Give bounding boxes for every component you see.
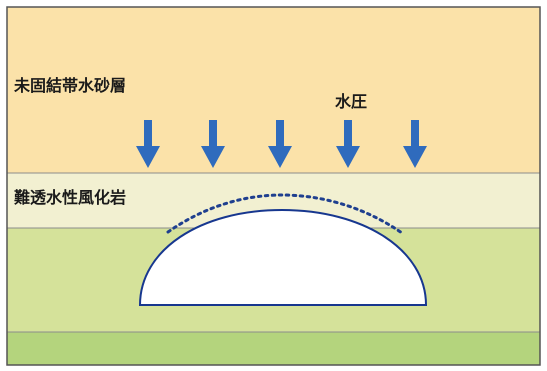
arrow-down-icon [336, 120, 360, 168]
weathered-rock-label: 難透水性風化岩 [14, 188, 127, 207]
frame [6, 6, 541, 366]
sand-layer-label: 未固結帯水砂層 [14, 76, 127, 95]
arrow-down-icon [403, 120, 427, 168]
water-pressure-arrows [136, 120, 427, 168]
arrow-down-icon [268, 120, 292, 168]
arrow-down-icon [201, 120, 225, 168]
arrow-down-icon [136, 120, 160, 168]
bedrock-layer [7, 332, 540, 365]
dotted-arc [166, 193, 404, 235]
water-pressure-label: 水圧 [335, 92, 368, 111]
sand-layer [7, 7, 540, 173]
cavity-outline [138, 208, 428, 306]
